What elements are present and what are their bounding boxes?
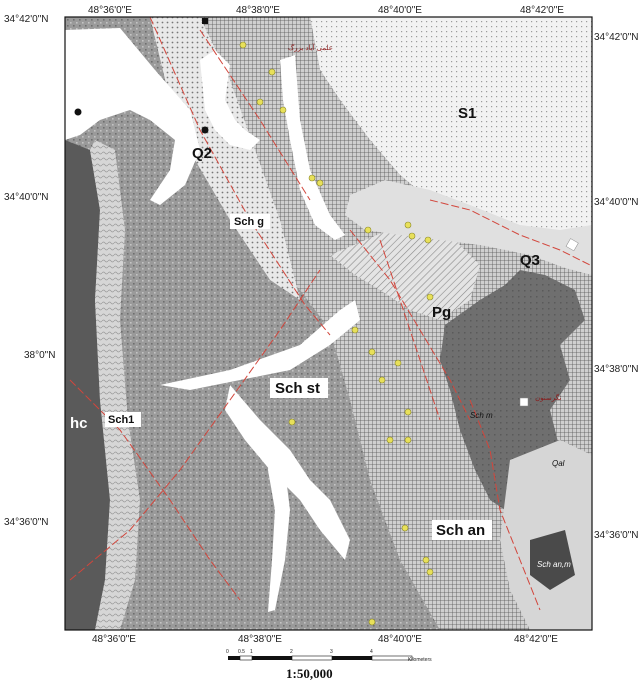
lon-bottom-2: 48°38'0"E — [238, 634, 282, 645]
unit-label-bg-sch1 — [105, 412, 141, 427]
unit-label-q3: Q3 — [520, 252, 540, 269]
map-frame — [64, 16, 593, 631]
lon-top-1: 48°36'0"E — [88, 5, 132, 16]
place-name-1: علمی آباد بزرگ — [288, 42, 333, 52]
scale-tick-0: 0 — [226, 649, 229, 655]
lat-left-2: 34°40'0"N — [4, 192, 49, 203]
unit-label-sch-an-m: Sch an,m — [537, 560, 571, 569]
lon-bottom-1: 48°36'0"E — [92, 634, 136, 645]
unit-label-sch-an: Sch an — [436, 522, 485, 539]
fault-lines — [69, 17, 591, 611]
unit-label-bg-sch-g — [230, 214, 270, 229]
lon-bottom-4: 48°42'0"E — [514, 634, 558, 645]
lon-bottom-3: 48°40'0"E — [378, 634, 422, 645]
scale-tick-2: 1 — [250, 649, 253, 655]
unit-hc-area — [65, 140, 110, 630]
unit-qal-area — [500, 440, 592, 630]
scale-bar: 0 0.5 1 2 3 4 Kilometers 1:50,000 — [226, 649, 432, 681]
lat-left-4: 34°36'0"N — [4, 517, 49, 528]
sample-points — [239, 41, 434, 626]
small-blocks — [519, 238, 579, 407]
unit-label-sch-g: Sch g — [234, 216, 264, 228]
unit-pg-area — [330, 225, 480, 320]
scale-unit: Kilometers — [408, 657, 432, 663]
unit-q3-area — [345, 180, 592, 275]
scale-ratio: 1:50,000 — [286, 666, 333, 681]
place-name-2: نگرسنون — [535, 393, 561, 402]
geology-layer — [65, 17, 592, 630]
longitude-labels-bottom: 48°36'0"E 48°38'0"E 48°40'0"E 48°42'0"E — [92, 634, 558, 645]
alluvium-channel — [160, 300, 360, 390]
unit-label-bg-sch-an — [432, 520, 492, 540]
lat-right-2: 34°40'0"N — [594, 197, 639, 208]
unit-s1-area — [310, 17, 592, 255]
unit-label-sch1: Sch1 — [108, 414, 134, 426]
unit-sch1-area — [90, 140, 140, 630]
lat-right-4: 34°36'0"N — [594, 530, 639, 541]
lon-top-4: 48°42'0"E — [520, 5, 564, 16]
unit-label-hc: hc — [70, 415, 88, 432]
latitude-labels-left: 34°42'0"N 34°40'0"N 38°0"N 34°36'0"N — [4, 14, 55, 528]
unit-label-qal: Qal — [552, 459, 565, 468]
unit-q2-area-2 — [200, 50, 260, 150]
scale-tick-4: 3 — [330, 649, 333, 655]
unit-label-s1: S1 — [458, 105, 476, 122]
unit-label-bg-sch-st — [270, 378, 328, 398]
lat-right-3: 34°38'0"N — [594, 364, 639, 375]
unit-label-sch-m: Sch m — [470, 411, 493, 420]
unit-q2-area — [65, 28, 200, 205]
scale-tick-3: 2 — [290, 649, 293, 655]
alluvium-channel-3 — [268, 440, 290, 612]
village-markers — [74, 18, 209, 134]
longitude-labels-top: 48°36'0"E 48°38'0"E 48°40'0"E 48°42'0"E — [88, 5, 564, 16]
drainage-channel — [280, 55, 345, 240]
lat-left-1: 34°42'0"N — [4, 14, 49, 25]
scale-tick-1: 0.5 — [238, 649, 245, 655]
unit-sch-g-area — [140, 17, 300, 300]
lon-top-2: 48°38'0"E — [236, 5, 280, 16]
lat-right-1: 34°42'0"N — [594, 32, 639, 43]
unit-label-q2: Q2 — [192, 145, 212, 162]
alluvium-channel-2 — [225, 385, 350, 560]
unit-label-sch-st: Sch st — [275, 380, 320, 397]
scale-tick-5: 4 — [370, 649, 373, 655]
unit-sch-an-m-area — [530, 530, 575, 590]
unit-label-pg: Pg — [432, 304, 451, 321]
lon-top-3: 48°40'0"E — [378, 5, 422, 16]
latitude-labels-right: 34°42'0"N 34°40'0"N 34°38'0"N 34°36'0"N — [594, 32, 639, 541]
lat-left-3: 38°0"N — [24, 350, 55, 361]
